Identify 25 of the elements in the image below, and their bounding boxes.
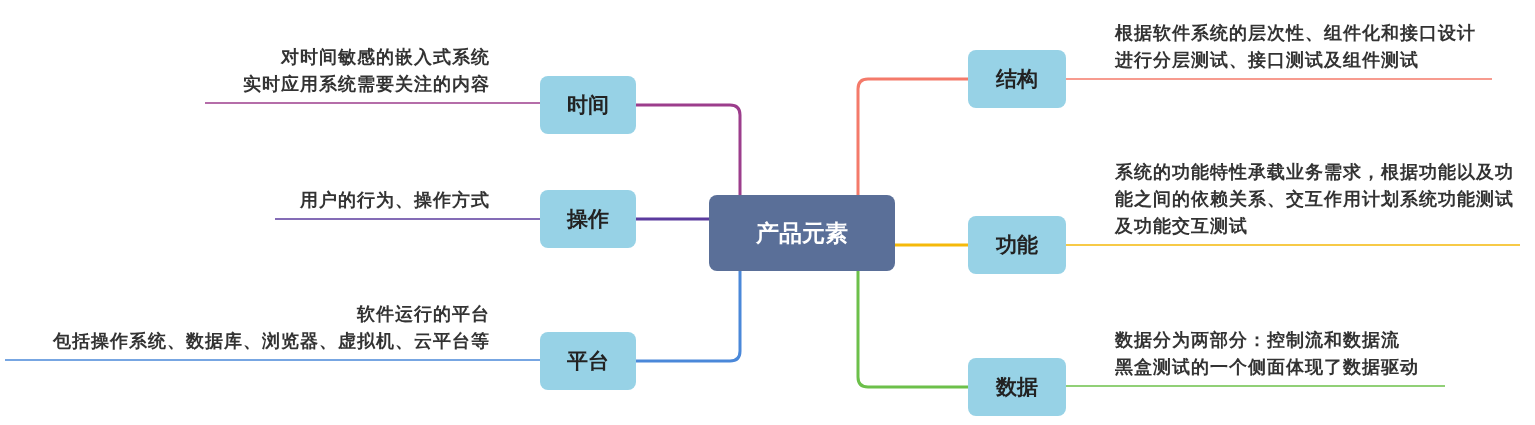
description-text: 用户的行为、操作方式 xyxy=(275,186,490,219)
underline-connector xyxy=(1065,385,1446,387)
topic-box: 时间 xyxy=(540,76,636,134)
topic-box: 功能 xyxy=(968,216,1066,274)
topic-box: 操作 xyxy=(540,190,636,248)
branch-line xyxy=(856,271,968,389)
underline-connector xyxy=(1065,78,1493,80)
description-text: 数据分为两部分：控制流和数据流 黑盒测试的一个侧面体现了数据驱动 xyxy=(1115,326,1445,386)
topic-box: 平台 xyxy=(540,332,636,390)
branch-line xyxy=(636,217,709,221)
branch-line xyxy=(856,77,968,195)
description-text: 软件运行的平台 包括操作系统、数据库、浏览器、虚拟机、云平台等 xyxy=(5,300,490,360)
branch-line xyxy=(895,243,968,247)
description-text: 根据软件系统的层次性、组件化和接口设计进行分层测试、接口测试及组件测试 xyxy=(1115,19,1492,79)
central-topic-box: 产品元素 xyxy=(709,195,895,271)
description-text: 对时间敏感的嵌入式系统 实时应用系统需要关注的内容 xyxy=(205,43,490,103)
topic-box: 结构 xyxy=(968,50,1066,108)
branch-line xyxy=(636,103,742,195)
underline-connector xyxy=(4,359,541,361)
topic-box: 数据 xyxy=(968,358,1066,416)
underline-connector xyxy=(274,218,541,220)
underline-connector xyxy=(1065,244,1521,246)
underline-connector xyxy=(204,102,541,104)
description-text: 系统的功能特性承载业务需求，根据功能以及功能之间的依赖关系、交互作用计划系统功能测试及功能交互测试 xyxy=(1115,158,1520,245)
branch-line xyxy=(636,271,742,363)
